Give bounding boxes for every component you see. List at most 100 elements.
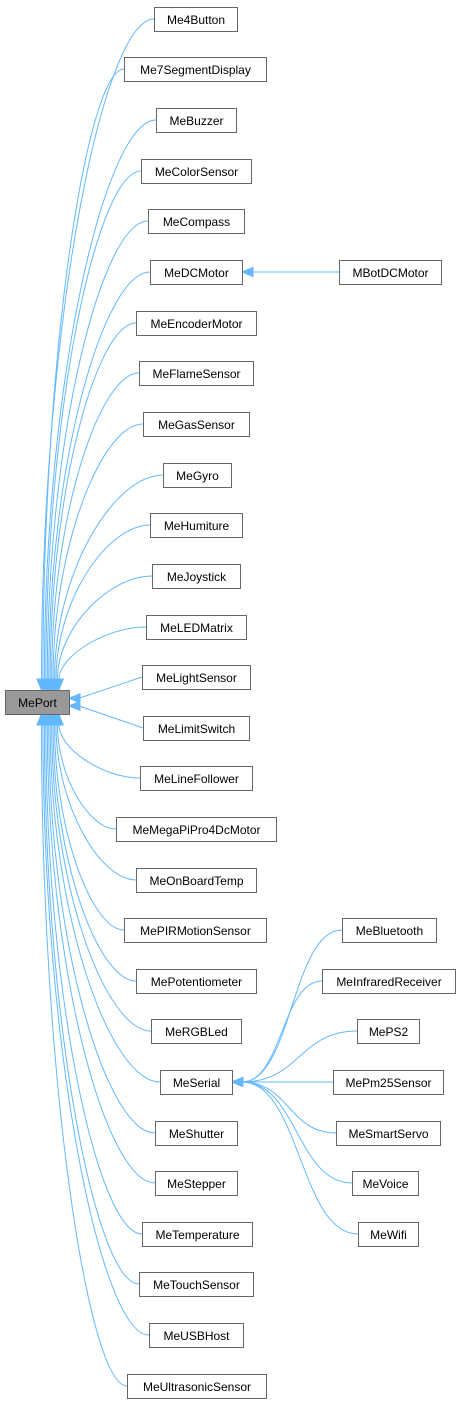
edge-MeColorSensor-to-MePort [45,170,142,681]
class-node-label: MeHumiture [164,519,230,533]
class-node-MeColorSensor[interactable]: MeColorSensor [141,159,252,184]
class-node-MeInfraredReceiver[interactable]: MeInfraredReceiver [322,969,456,994]
class-node-box [156,108,237,133]
class-node-box [154,7,238,32]
class-node-label: MeBluetooth [356,924,423,938]
class-node-label: MeUltrasonicSensor [143,1380,251,1394]
edge-MeHumiture-to-MePort [55,524,151,681]
class-node-label: MBotDCMotor [352,266,428,280]
class-node-MeSmartServo[interactable]: MeSmartServo [336,1121,441,1146]
edge-MeInfraredReceiver-to-MeSerial [241,980,323,1083]
class-node-MePotentiometer[interactable]: MePotentiometer [136,969,257,994]
class-node-box [160,1070,233,1095]
class-node-MeLimitSwitch[interactable]: MeLimitSwitch [143,716,250,741]
class-node-MeStepper[interactable]: MeStepper [155,1171,238,1196]
edge-MeEncoderMotor-to-MePort [49,322,137,681]
class-node-MeUltrasonicSensor[interactable]: MeUltrasonicSensor [127,1374,267,1399]
class-node-Me7SegmentDisplay[interactable]: Me7SegmentDisplay [124,57,267,82]
class-node-MeCompass[interactable]: MeCompass [148,209,245,234]
class-node-label: MePort [18,696,57,710]
class-node-box [139,361,254,386]
class-node-box [150,260,243,285]
class-node-Me4Button[interactable]: Me4Button [154,7,238,32]
class-node-MeGyro[interactable]: MeGyro [163,463,232,488]
class-node-box [140,766,253,791]
edge-MeLEDMatrix-to-MePort [58,626,147,681]
arrowhead-MeUltrasonicSensor-to-MePort [36,712,47,726]
class-node-MeBuzzer[interactable]: MeBuzzer [156,108,237,133]
edge-MeTouchSensor-to-MePort [43,723,140,1285]
class-node-box [342,918,437,943]
class-node-MeFlameSensor[interactable]: MeFlameSensor [139,361,254,386]
class-node-MeDCMotor[interactable]: MeDCMotor [150,260,243,285]
edge-MeLimitSwitch-to-MePort [78,705,144,729]
class-node-MeGasSensor[interactable]: MeGasSensor [143,412,250,437]
class-node-MeLightSensor[interactable]: MeLightSensor [142,665,251,690]
class-node-label: MePm25Sensor [345,1076,431,1090]
class-node-box [141,159,252,184]
class-node-MeBluetooth[interactable]: MeBluetooth [342,918,437,943]
class-node-MeEncoderMotor[interactable]: MeEncoderMotor [136,311,257,336]
arrowhead-MeLightSensor-to-MePort [67,693,81,704]
class-node-MeMegaPiPro4DcMotor[interactable]: MeMegaPiPro4DcMotor [116,817,277,842]
edge-MeGyro-to-MePort [54,474,164,681]
class-node-MeVoice[interactable]: MeVoice [352,1171,419,1196]
class-node-label: MeJoystick [167,570,227,584]
class-node-box [136,868,257,893]
class-node-label: MePotentiometer [151,975,242,989]
class-node-MePort[interactable]: MePort [5,690,70,715]
class-node-box [357,1019,420,1044]
arrowhead-MeLEDMatrix-to-MePort [53,678,65,692]
class-node-box [143,412,250,437]
edge-MeSmartServo-to-MeSerial [241,1081,337,1134]
class-node-label: MeSerial [173,1076,220,1090]
class-node-label: MeStepper [167,1177,226,1191]
class-node-label: MeLineFollower [154,772,239,786]
arrowhead-MeWifi-to-MeSerial [230,1076,244,1088]
edge-MeUltrasonicSensor-to-MePort [40,723,128,1387]
class-node-MeTemperature[interactable]: MeTemperature [142,1222,253,1247]
class-node-MePm25Sensor[interactable]: MePm25Sensor [333,1070,444,1095]
class-node-box [155,1121,238,1146]
class-node-label: MeSmartServo [348,1127,428,1141]
class-node-label: Me7SegmentDisplay [140,63,251,77]
class-node-MeShutter[interactable]: MeShutter [155,1121,238,1146]
edges-layer [36,18,359,1387]
class-node-box [152,564,241,589]
class-node-label: MePS2 [369,1025,409,1039]
class-node-box [127,1374,267,1399]
class-node-MeOnBoardTemp[interactable]: MeOnBoardTemp [136,868,257,893]
class-node-MeUSBHost[interactable]: MeUSBHost [149,1323,244,1348]
class-node-MeHumiture[interactable]: MeHumiture [150,513,243,538]
class-node-box [163,463,232,488]
class-node-label: MeWifi [370,1228,407,1242]
edge-MeRGBLed-to-MePort [51,723,152,1032]
class-node-box [146,615,247,640]
class-node-box [143,716,250,741]
edge-MeGasSensor-to-MePort [52,423,144,681]
class-node-box [155,1171,238,1196]
class-node-MePS2[interactable]: MePS2 [357,1019,420,1044]
class-node-MeTouchSensor[interactable]: MeTouchSensor [139,1272,254,1297]
class-node-MeWifi[interactable]: MeWifi [358,1222,419,1247]
class-node-box [142,1222,253,1247]
edge-MeJoystick-to-MePort [56,575,153,681]
edge-MeUSBHost-to-MePort [42,723,150,1336]
class-node-label: MeMegaPiPro4DcMotor [132,823,260,837]
class-node-label: MeDCMotor [164,266,229,280]
edge-MeVoice-to-MeSerial [241,1081,353,1184]
class-node-MeLineFollower[interactable]: MeLineFollower [140,766,253,791]
edge-MeFlameSensor-to-MePort [51,372,140,681]
edge-Me4Button-to-MePort [40,18,155,681]
class-node-MeLEDMatrix[interactable]: MeLEDMatrix [146,615,247,640]
class-node-box [148,209,245,234]
class-node-label: MeColorSensor [155,165,238,179]
class-node-MeJoystick[interactable]: MeJoystick [152,564,241,589]
class-node-box [333,1070,444,1095]
class-node-MeRGBLed[interactable]: MeRGBLed [151,1019,242,1044]
edge-MePS2-to-MeSerial [241,1030,358,1083]
class-node-MePIRMotionSensor[interactable]: MePIRMotionSensor [124,918,267,943]
class-node-MeSerial[interactable]: MeSerial [160,1070,233,1095]
class-node-MBotDCMotor[interactable]: MBotDCMotor [339,260,442,285]
class-node-box [352,1171,419,1196]
